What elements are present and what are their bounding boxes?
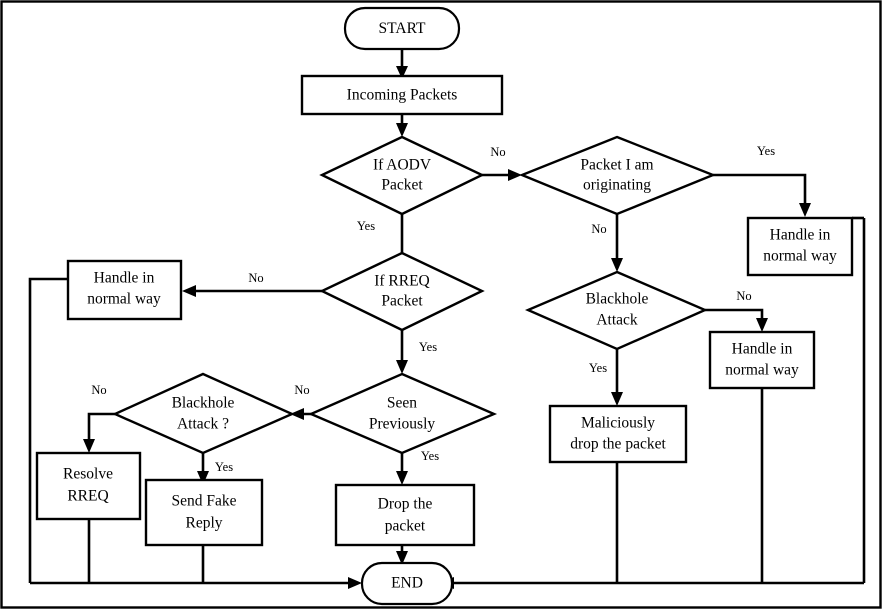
drop-packet-line2: packet [385, 518, 426, 535]
arrowhead-seen-yes [396, 471, 408, 485]
handle-normal-top-right-line1: Handle in [770, 227, 831, 244]
maliciously-drop-line2: drop the packet [570, 436, 666, 453]
edge-label-blackhole-l-no: No [91, 383, 106, 397]
node-send-fake-reply[interactable]: Send Fake Reply [144, 478, 264, 547]
handle-normal-top-right-line2: normal way [763, 248, 837, 265]
drop-packet-line1: Drop the [378, 496, 433, 513]
edge-label-aodv-no: No [490, 145, 505, 159]
blackhole-attack-right-line1: Blackhole [586, 291, 649, 308]
arrowhead-blackhole-r-yes [611, 392, 623, 406]
node-resolve-rreq[interactable]: Resolve RREQ [35, 451, 142, 521]
seen-previously-line2: Previously [369, 416, 436, 433]
arrowhead-blackhole-r-no [756, 318, 768, 332]
handle-normal-left-line2: normal way [87, 291, 161, 308]
send-fake-reply-line1: Send Fake [171, 493, 236, 510]
if-rreq-packet-line2: Packet [381, 293, 423, 310]
send-fake-reply-line2: Reply [185, 515, 222, 532]
arrowhead-rreq-no [182, 285, 196, 297]
resolve-rreq-shape [35, 451, 142, 521]
send-fake-reply-shape [144, 478, 264, 547]
blackhole-attack-left-shape [112, 372, 295, 455]
packet-originating-shape [518, 135, 717, 216]
start-shape [343, 6, 461, 51]
edge-blackhole-r-no [705, 308, 764, 322]
node-handle-normal-right[interactable]: Handle in normal way [708, 330, 816, 390]
node-incoming-packets[interactable]: Incoming Packets [300, 74, 504, 116]
node-end[interactable]: END [360, 561, 454, 606]
seen-previously-line1: Seen [387, 395, 417, 412]
arrowhead-start-incoming [396, 66, 408, 79]
edge-label-blackhole-l-yes: Yes [215, 460, 233, 474]
incoming-packets-shape [300, 74, 504, 116]
handle-normal-left-shape [66, 259, 183, 321]
arrowhead-rreq-yes [396, 360, 408, 374]
node-packet-originating[interactable]: Packet I am originating [518, 135, 717, 216]
blackhole-attack-left-line2: Attack ? [177, 416, 229, 433]
packet-originating-label-line1: Packet I am [580, 157, 653, 174]
edge-blackhole-l-no [87, 412, 115, 443]
edge-label-seen-yes: Yes [421, 449, 439, 463]
end-label: END [391, 575, 423, 592]
resolve-rreq-line1: Resolve [63, 466, 113, 483]
edge-handle-l-to-end-rail [28, 277, 68, 583]
blackhole-attack-right-line2: Attack [596, 312, 638, 329]
arrowhead-incoming-aodv [396, 123, 408, 137]
if-aodv-packet-shape [319, 135, 485, 216]
seen-previously-shape [307, 372, 498, 455]
arrowhead-aodv-no [508, 169, 522, 181]
arrowhead-drop-end [396, 551, 408, 565]
node-start[interactable]: START [343, 6, 461, 51]
maliciously-drop-shape [548, 404, 688, 464]
drop-packet-shape [334, 483, 476, 547]
node-blackhole-attack-left[interactable]: Blackhole Attack ? [112, 372, 295, 455]
handle-normal-right-line1: Handle in [732, 341, 793, 358]
edge-label-rreq-no: No [248, 271, 263, 285]
edge-label-blackhole-r-no: No [736, 289, 751, 303]
arrowhead-blackhole-l-yes [197, 471, 209, 485]
if-rreq-packet-line1: If RREQ [374, 273, 430, 290]
edge-label-originating-yes: Yes [757, 144, 775, 158]
if-aodv-packet-label-line2: Packet [381, 177, 423, 194]
handle-normal-right-line2: normal way [725, 362, 799, 379]
edge-originating-yes [713, 173, 807, 207]
if-aodv-packet-label-line1: If AODV [373, 157, 432, 174]
node-maliciously-drop[interactable]: Maliciously drop the packet [548, 404, 688, 464]
maliciously-drop-line1: Maliciously [581, 415, 655, 432]
handle-normal-left-line1: Handle in [94, 270, 155, 287]
arrowhead-originating-no [611, 258, 623, 272]
packet-originating-label-line2: originating [583, 177, 651, 194]
node-if-aodv-packet[interactable]: If AODV Packet [319, 135, 485, 216]
edge-label-aodv-yes: Yes [357, 219, 375, 233]
arrowhead-blackhole-l-no [83, 439, 95, 453]
blackhole-attack-right-shape [524, 270, 708, 351]
node-if-rreq-packet[interactable]: If RREQ Packet [319, 251, 485, 332]
handle-normal-top-right-shape [746, 216, 854, 277]
incoming-packets-label: Incoming Packets [347, 87, 458, 104]
node-handle-normal-left[interactable]: Handle in normal way [66, 259, 183, 321]
edge-label-rreq-yes: Yes [419, 340, 437, 354]
start-label: START [379, 20, 426, 37]
edge-label-blackhole-r-yes: Yes [589, 361, 607, 375]
edge-label-seen-no: No [294, 383, 309, 397]
arrowhead-originating-yes [799, 203, 811, 217]
node-handle-normal-top-right[interactable]: Handle in normal way [746, 216, 854, 277]
handle-normal-right-shape [708, 330, 816, 390]
if-rreq-packet-shape [319, 251, 485, 332]
edge-label-layer: No Yes Yes No No Yes No Yes No Yes No Ye… [91, 144, 775, 474]
end-shape [360, 561, 454, 606]
arrowhead-left-rail-end [348, 577, 362, 589]
resolve-rreq-line2: RREQ [67, 488, 108, 505]
arrowhead-seen-no [290, 408, 304, 420]
node-seen-previously[interactable]: Seen Previously [307, 372, 498, 455]
node-drop-packet[interactable]: Drop the packet [334, 483, 476, 547]
node-blackhole-attack-right[interactable]: Blackhole Attack [524, 270, 708, 351]
blackhole-attack-left-line1: Blackhole [172, 395, 235, 412]
edge-label-originating-no: No [591, 222, 606, 236]
